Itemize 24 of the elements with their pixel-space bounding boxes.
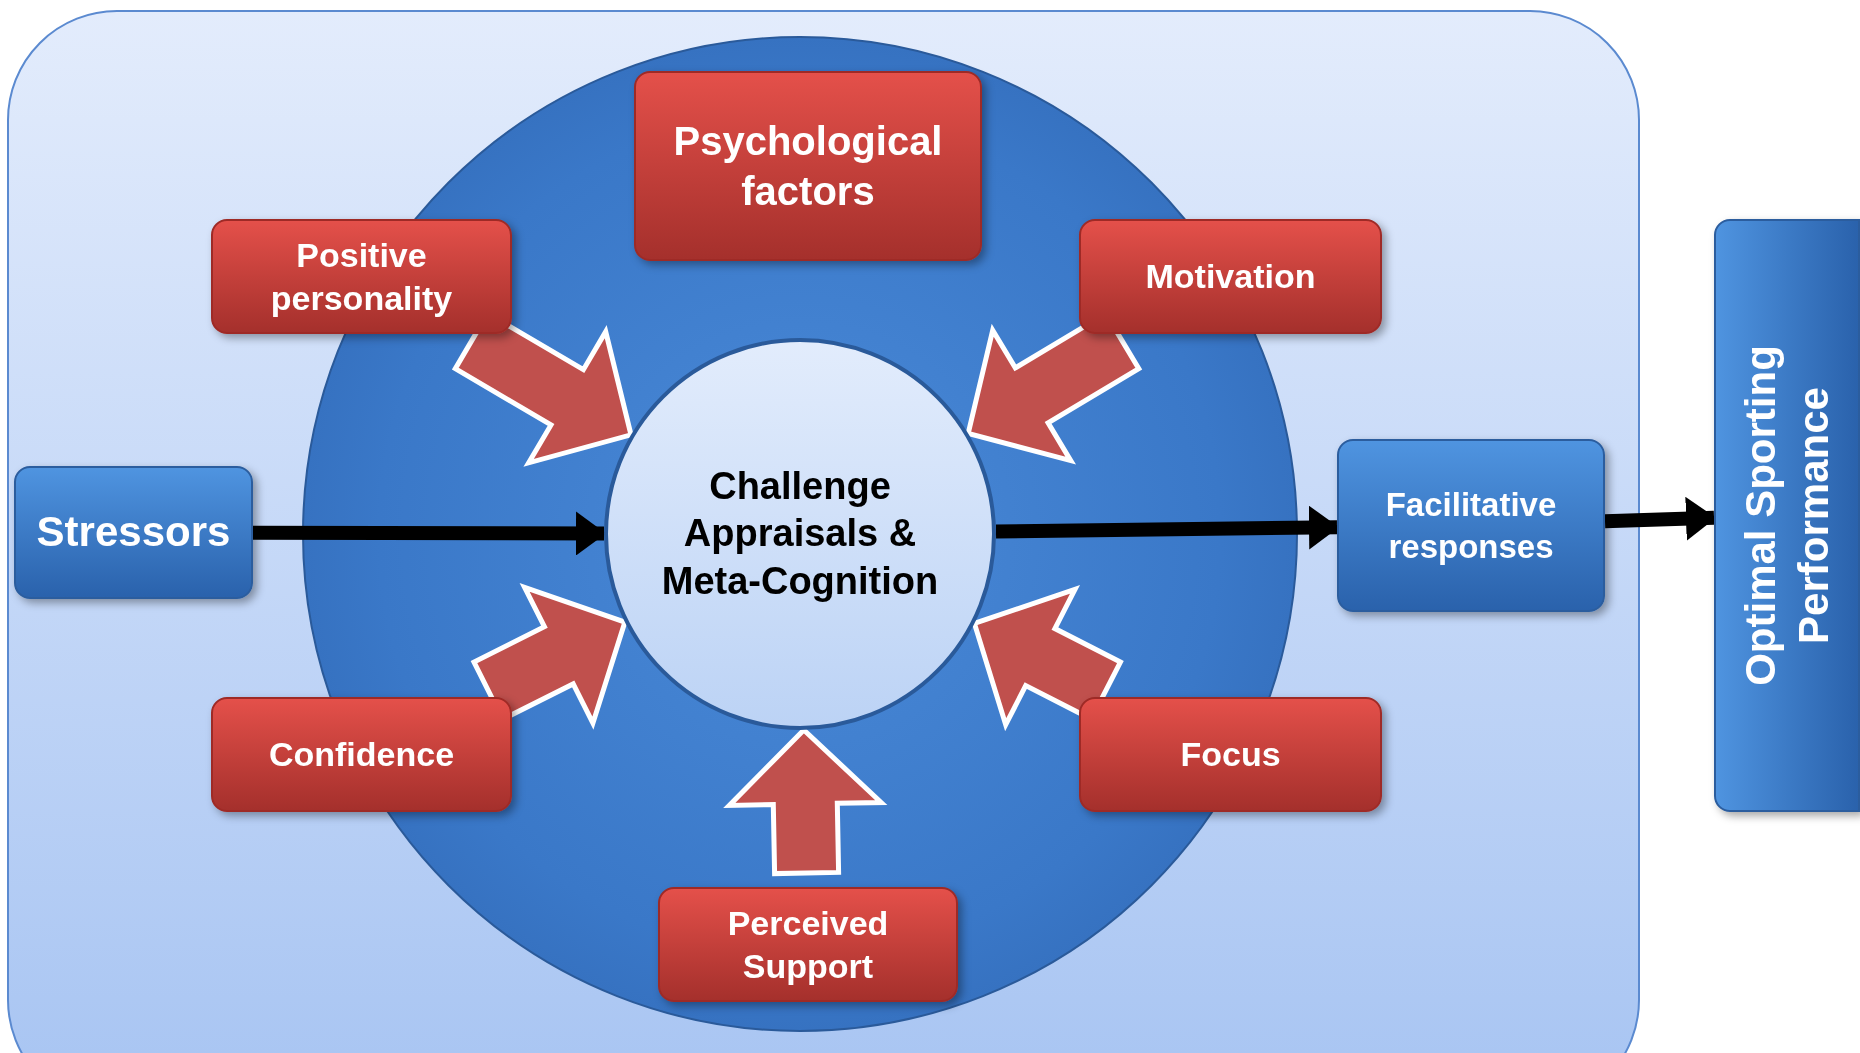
node-label: Confidence bbox=[267, 734, 456, 776]
input-box bbox=[14, 466, 253, 599]
arrow bbox=[253, 511, 606, 556]
factor-box bbox=[634, 71, 982, 261]
block-arrow bbox=[971, 585, 1124, 732]
node-label: Facilitative responses bbox=[1384, 485, 1558, 567]
factor-box bbox=[1079, 697, 1382, 812]
node-label: Focus bbox=[1179, 734, 1282, 776]
factor-box bbox=[211, 697, 512, 812]
arrow bbox=[995, 505, 1339, 550]
node-label: Perceived Support bbox=[726, 903, 890, 987]
node-label: Psychological factors bbox=[672, 118, 944, 215]
factor-box bbox=[1079, 219, 1382, 334]
arrow bbox=[1604, 496, 1716, 541]
factor-box bbox=[211, 219, 512, 334]
node-label: Positive personality bbox=[269, 235, 454, 319]
node-label: Optimal Sporting Performance bbox=[1735, 344, 1837, 688]
outcome-box bbox=[1714, 219, 1860, 812]
response-box bbox=[1337, 439, 1605, 612]
node-label: Stressors bbox=[35, 507, 232, 558]
block-arrow bbox=[470, 583, 628, 730]
factor-box bbox=[658, 887, 958, 1002]
node-label: Challenge Appraisals & Meta-Cognition bbox=[660, 463, 940, 604]
node-label: Motivation bbox=[1144, 256, 1317, 298]
